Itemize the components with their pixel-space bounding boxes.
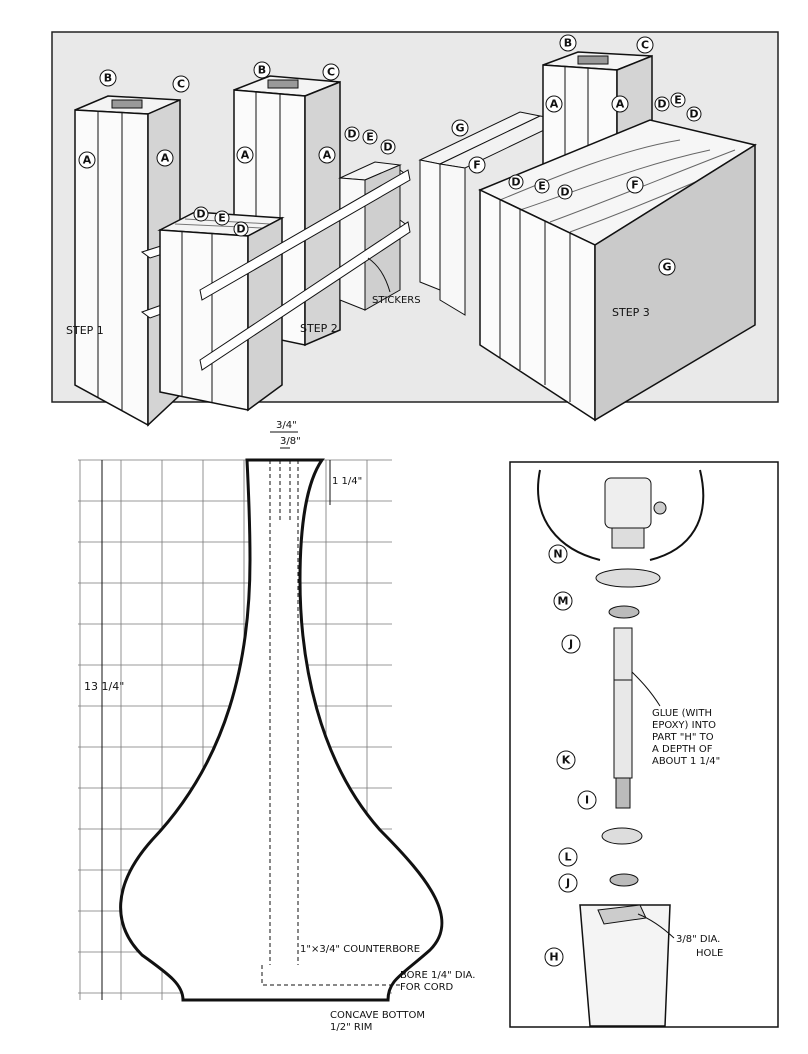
glue-note-line: A DEPTH OF bbox=[652, 744, 713, 755]
base-h bbox=[579, 904, 671, 1027]
step3-label: STEP 3 bbox=[612, 306, 650, 319]
callout-c: C bbox=[327, 66, 335, 79]
callout-f: F bbox=[631, 179, 639, 192]
bottom-note-2: 1/2" RIM bbox=[330, 1022, 372, 1033]
counterbore-note: 1"×3/4" COUNTERBORE bbox=[300, 944, 420, 955]
socket-n bbox=[604, 477, 667, 549]
callout-a: A bbox=[161, 152, 170, 165]
step2-front-front bbox=[159, 229, 249, 411]
callout-a: A bbox=[83, 154, 92, 167]
part-callouts-top: B C A A B C A A D E D D E D B C A A D E … bbox=[78, 34, 702, 276]
end-grain-lines bbox=[499, 139, 746, 233]
bore-hidden-lines bbox=[261, 460, 400, 986]
bottom-note-1: CONCAVE BOTTOM bbox=[330, 1010, 425, 1021]
bore-note-1: BORE 1/4" DIA. bbox=[400, 970, 475, 981]
callout-c: C bbox=[177, 78, 185, 91]
nut-j-bottom bbox=[609, 873, 639, 887]
callout-d: D bbox=[196, 208, 205, 221]
lamination-steps-panel: B C A A B C A A D E D D E D B C A A D E … bbox=[51, 31, 779, 427]
callout-d: D bbox=[383, 141, 392, 154]
callout-d: D bbox=[689, 108, 698, 121]
hole-note-1: 3/8" DIA. bbox=[676, 934, 720, 945]
callout-d: D bbox=[347, 128, 356, 141]
step1-endgrain bbox=[111, 99, 143, 109]
callout-i: I bbox=[585, 794, 589, 807]
bore-note-2: FOR CORD bbox=[400, 982, 454, 993]
callout-b: B bbox=[564, 37, 572, 50]
step2-front-block bbox=[157, 211, 285, 412]
callout-b: B bbox=[258, 64, 266, 77]
callout-l: L bbox=[564, 851, 571, 864]
pipe-k bbox=[613, 627, 633, 779]
threaded-i bbox=[615, 777, 631, 809]
callout-e: E bbox=[538, 180, 546, 193]
callout-a: A bbox=[550, 98, 559, 111]
step3-endgrain bbox=[577, 55, 609, 65]
callout-k: K bbox=[562, 754, 571, 767]
washer-l bbox=[601, 827, 643, 845]
nut-j-top bbox=[608, 605, 640, 619]
stickers-front bbox=[199, 169, 411, 371]
callout-a: A bbox=[323, 149, 332, 162]
callout-d: D bbox=[511, 176, 520, 189]
glue-note-line: GLUE (WITH bbox=[652, 708, 712, 719]
callout-b: B bbox=[104, 72, 112, 85]
step1-label: STEP 1 bbox=[66, 324, 104, 337]
step3-assembly bbox=[418, 51, 757, 422]
profile-pattern: 3/4" 3/8" 1 1/4" 13 1/4" 1"×3/4" COUNTER… bbox=[78, 420, 475, 1033]
stickers-label: STICKERS bbox=[372, 295, 421, 306]
stickers-leader bbox=[367, 257, 391, 293]
callout-g: G bbox=[662, 261, 671, 274]
step3-f-front bbox=[439, 163, 466, 316]
dim-height: 13 1/4" bbox=[84, 680, 124, 693]
sticker bbox=[199, 169, 411, 301]
hole-note-2: HOLE bbox=[696, 948, 723, 959]
vase-profile-outline bbox=[119, 458, 444, 1002]
callout-j: J bbox=[565, 877, 570, 890]
callout-e: E bbox=[674, 94, 682, 107]
callout-e: E bbox=[218, 212, 226, 225]
callout-e: E bbox=[366, 131, 374, 144]
callout-d: D bbox=[657, 98, 666, 111]
callout-d: D bbox=[236, 223, 245, 236]
dim-top-width: 3/4" bbox=[276, 420, 297, 431]
callout-h: H bbox=[549, 951, 558, 964]
glue-note-line: EPOXY) INTO bbox=[652, 720, 716, 731]
callout-c: C bbox=[641, 39, 649, 52]
glue-note-line: ABOUT 1 1/4" bbox=[652, 756, 720, 767]
callout-d: D bbox=[560, 186, 569, 199]
step2-label: STEP 2 bbox=[300, 322, 338, 335]
hardware-exploded-view: N M J K I L J H GLUE (WITH EPOXY) INTO P… bbox=[509, 461, 779, 1028]
sticker bbox=[199, 221, 411, 371]
callout-j: J bbox=[568, 638, 573, 651]
glue-note: GLUE (WITH EPOXY) INTO PART "H" TO A DEP… bbox=[631, 671, 720, 767]
callout-n: N bbox=[553, 548, 562, 561]
top-dimensions bbox=[101, 431, 331, 1000]
dim-top-depth: 1 1/4" bbox=[332, 476, 362, 487]
dim-bore: 3/8" bbox=[280, 436, 301, 447]
glue-note-line: PART "H" TO bbox=[652, 732, 714, 743]
step3-g-front bbox=[419, 159, 441, 291]
step2-endgrain bbox=[267, 79, 299, 89]
callout-m: M bbox=[558, 595, 569, 608]
callout-f: F bbox=[473, 159, 481, 172]
callout-g: G bbox=[455, 122, 464, 135]
cap-m bbox=[595, 568, 661, 588]
callout-a: A bbox=[616, 98, 625, 111]
step3-g-side bbox=[594, 143, 756, 422]
harp-outline bbox=[537, 469, 705, 561]
callout-a: A bbox=[241, 149, 250, 162]
